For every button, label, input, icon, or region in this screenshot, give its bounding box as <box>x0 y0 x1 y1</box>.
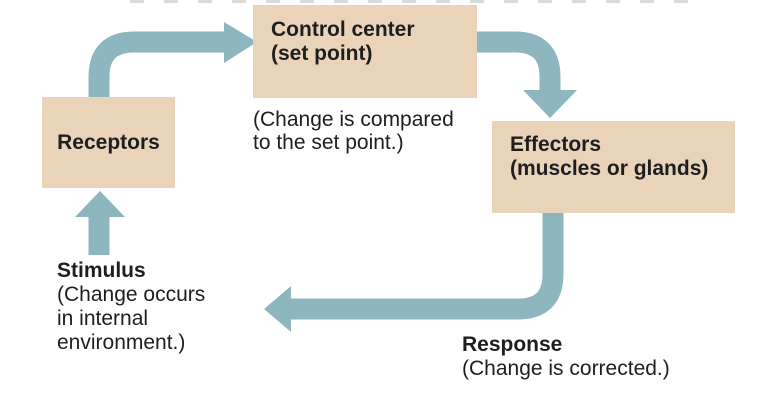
caption-response: Response (Change is corrected.) <box>462 333 670 381</box>
arrow-shaft <box>291 211 564 320</box>
caption-line: to the set point.) <box>253 131 404 154</box>
caption-line: (Change is corrected.) <box>462 357 670 380</box>
node-receptors: Receptors <box>42 97 175 188</box>
node-receptors-label: Receptors <box>57 130 160 154</box>
arrow-shaft <box>472 31 561 92</box>
cropped-text-artifact <box>130 0 700 3</box>
arrow-effectors-to-response <box>264 211 564 332</box>
arrowhead-left-icon <box>264 286 291 332</box>
stimulus-title: Stimulus <box>57 259 146 282</box>
node-effectors: Effectors (muscles or glands) <box>492 121 735 213</box>
node-control-center-sublabel: (set point) <box>271 42 373 65</box>
arrowhead-down-icon <box>523 90 577 118</box>
caption-line: in internal <box>57 307 149 330</box>
caption-line: (Change is compared <box>253 108 454 131</box>
arrowhead-right-icon <box>224 22 257 63</box>
arrow-stimulus-to-receptors <box>75 191 125 255</box>
node-control-center-label: Control center <box>271 18 415 41</box>
node-effectors-label: Effectors <box>510 133 602 156</box>
caption-stimulus: Stimulus (Change occurs in internal envi… <box>57 259 205 355</box>
caption-control-center-note: (Change is compared to the set point.) <box>253 108 454 154</box>
arrowhead-up-icon <box>75 191 125 217</box>
node-control-center: Control center (set point) <box>253 5 477 98</box>
arrow-receptors-to-control-center <box>88 22 257 99</box>
node-effectors-sublabel: (muscles or glands) <box>510 157 709 180</box>
arrow-shaft <box>88 31 224 99</box>
caption-line: environment.) <box>57 331 186 354</box>
response-title: Response <box>462 333 563 356</box>
arrow-control-center-to-effectors <box>472 31 577 118</box>
caption-line: (Change occurs <box>57 283 206 306</box>
